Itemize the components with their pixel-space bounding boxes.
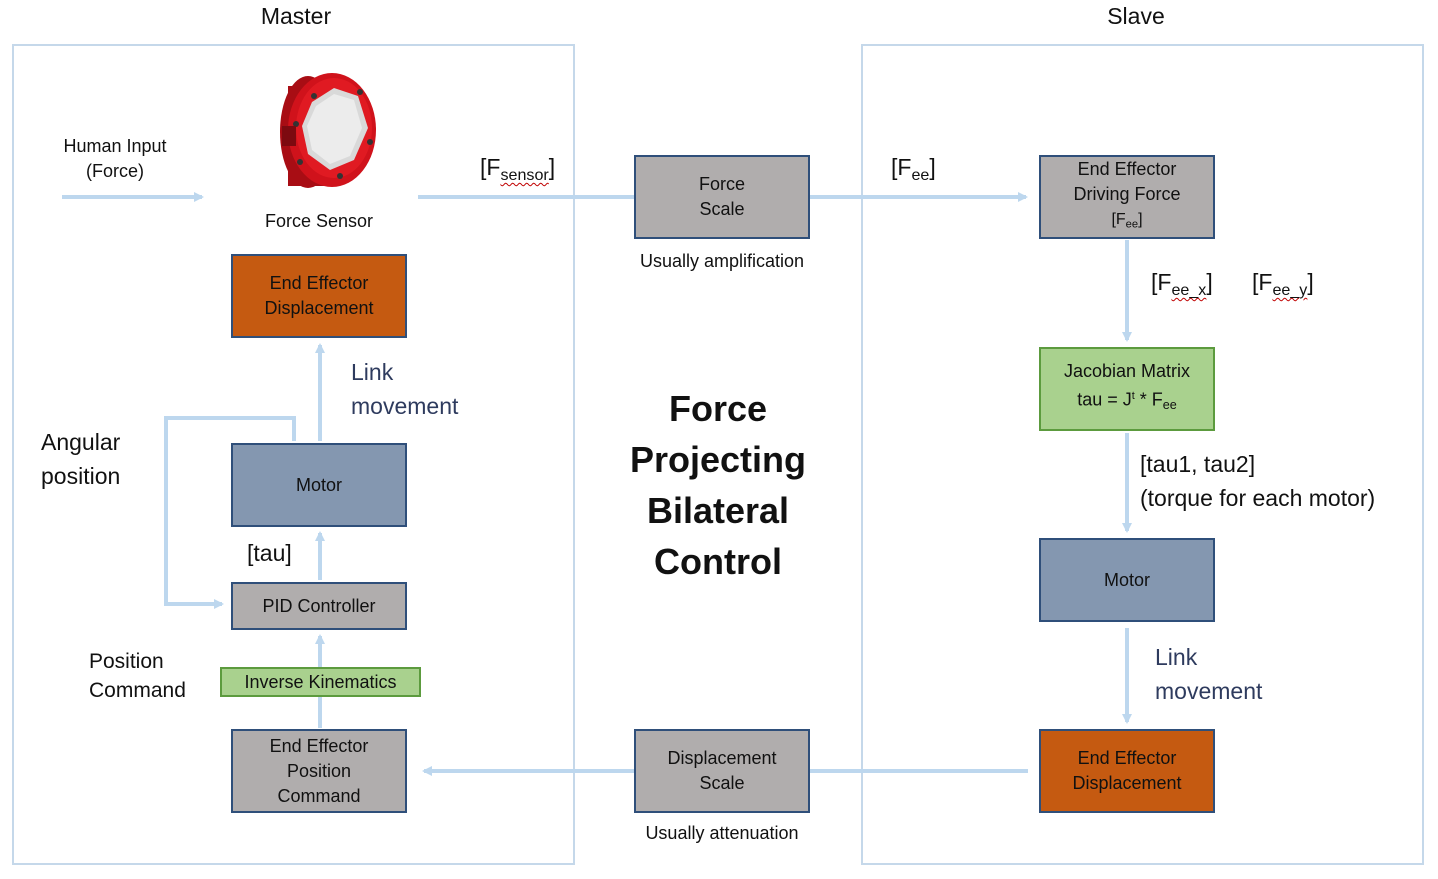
slave-panel — [861, 44, 1424, 865]
ee-position-command-box: End Effector Position Command — [231, 729, 407, 813]
force-sensor-label: Force Sensor — [264, 211, 374, 231]
torque-label: [tau1, tau2] (torque for each motor) — [1140, 451, 1376, 511]
f-ee-y-label: [Fee_y] — [1252, 269, 1314, 299]
slave-motor-box: Motor — [1039, 538, 1215, 622]
displacement-scale-caption: Usually attenuation — [645, 823, 799, 843]
jacobian-matrix-box: Jacobian Matrix tau = Jt * Fee — [1039, 347, 1215, 431]
angular-feedback-loop — [164, 416, 296, 609]
master-panel — [12, 44, 575, 865]
pid-controller-box: PID Controller — [231, 582, 407, 630]
master-motor-box: Motor — [231, 443, 407, 527]
diagram-title: Force Projecting Bilateral Control — [629, 388, 807, 582]
f-sensor-label: [Fsensor] — [480, 154, 556, 184]
human-input-label: Human Input (Force) — [63, 136, 167, 181]
master-heading: Master — [260, 3, 332, 29]
force-scale-caption: Usually amplification — [639, 251, 805, 271]
f-ee-x-label: [Fee_x] — [1151, 269, 1213, 299]
force-sensor-image — [270, 66, 380, 194]
angular-position-label: Angular position — [41, 429, 121, 489]
inverse-kinematics-box: Inverse Kinematics — [220, 667, 421, 697]
position-command-label: Position Command — [89, 650, 186, 702]
ee-driving-force-box: End Effector Driving Force [Fee] — [1039, 155, 1215, 239]
slave-heading: Slave — [1107, 3, 1165, 29]
tau-label: [tau] — [247, 540, 292, 566]
slave-link-movement-label: Link movement — [1155, 644, 1263, 704]
master-link-movement-label: Link movement — [351, 359, 459, 419]
f-ee-label: [Fee] — [891, 154, 936, 184]
